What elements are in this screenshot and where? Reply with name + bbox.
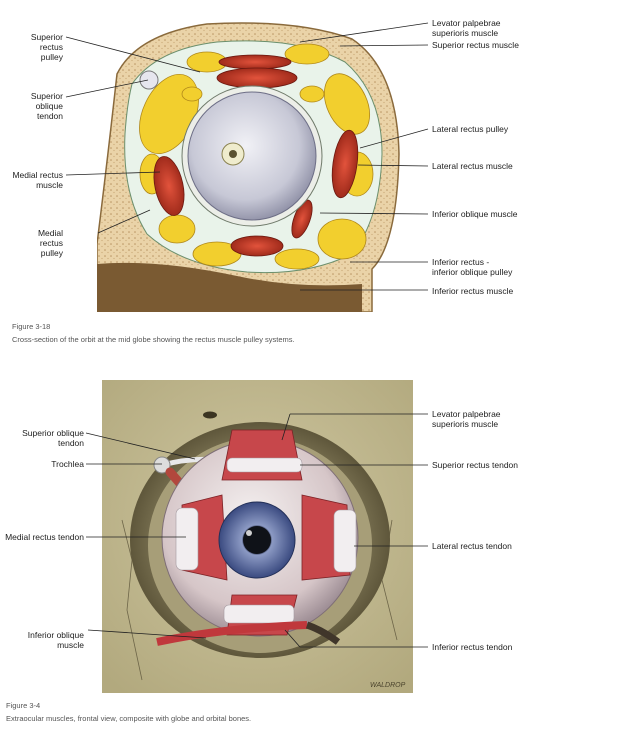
- label-lateral-rectus-pulley: Lateral rectus pulley: [432, 124, 509, 134]
- figure2-caption-text: Extraocular muscles, frontal view, compo…: [6, 714, 252, 723]
- figure1-caption-text: Cross-section of the orbit at the mid gl…: [12, 335, 295, 344]
- label-inferior-rectus-oblique-pulley: Inferior rectus - inferior oblique pulle…: [432, 257, 513, 277]
- orbit-cross-section-illustration: [97, 14, 402, 312]
- label-lateral-rectus-tendon: Lateral rectus tendon: [432, 541, 512, 551]
- label-medial-rectus-tendon: Medial rectus tendon: [5, 532, 84, 542]
- label-inferior-oblique-muscle-2: Inferior oblique muscle: [27, 630, 84, 650]
- label-inferior-rectus-tendon: Inferior rectus tendon: [432, 642, 513, 652]
- label-levator-palpebrae-1: Levator palpebrae superioris muscle: [432, 18, 501, 38]
- label-superior-rectus-pulley: Superior rectus pulley: [30, 32, 63, 62]
- label-inferior-rectus-muscle: Inferior rectus muscle: [432, 286, 514, 296]
- figure2-caption-number: Figure 3-4: [6, 701, 41, 710]
- figure1-caption-number: Figure 3-18: [12, 322, 51, 331]
- figure2-leader-lines: [85, 413, 428, 648]
- label-superior-oblique-tendon: Superior oblique tendon: [30, 91, 63, 121]
- frontal-eye-muscles-illustration: WALDROP: [102, 380, 413, 693]
- label-superior-rectus-muscle: Superior rectus muscle: [432, 40, 519, 50]
- artist-signature: WALDROP: [370, 682, 406, 689]
- label-medial-rectus-muscle: Medial rectus muscle: [12, 170, 63, 190]
- label-superior-oblique-tendon-2: Superior oblique tendon: [22, 428, 84, 448]
- label-superior-rectus-tendon: Superior rectus tendon: [432, 460, 518, 470]
- label-lateral-rectus-muscle: Lateral rectus muscle: [432, 161, 513, 171]
- label-inferior-oblique-muscle: Inferior oblique muscle: [432, 209, 518, 219]
- figure1-leader-lines: [65, 22, 429, 291]
- label-levator-palpebrae-2: Levator palpebrae superioris muscle: [432, 409, 501, 429]
- label-medial-rectus-pulley: Medial rectus pulley: [37, 228, 63, 258]
- label-trochlea: Trochlea: [51, 459, 84, 469]
